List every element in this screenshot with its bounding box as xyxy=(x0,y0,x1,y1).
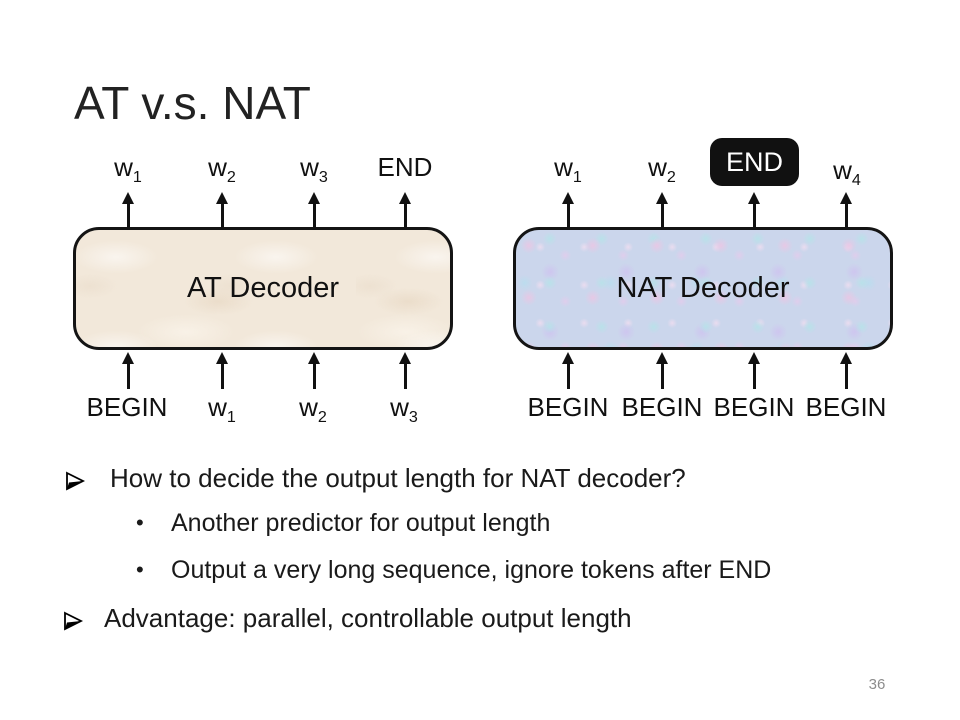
arrow-bullet-icon xyxy=(64,462,110,499)
nat-output-token-end-highlighted: END xyxy=(710,138,799,186)
up-arrow-icon xyxy=(215,352,229,389)
up-arrow-icon xyxy=(561,352,575,389)
at-output-token-end: END xyxy=(377,152,433,182)
nat-input-token-begin-4: BEGIN xyxy=(805,392,887,422)
at-input-token-w1: w1 xyxy=(208,392,236,427)
arrow-bullet-icon xyxy=(62,602,104,639)
up-arrow-icon xyxy=(839,192,853,227)
up-arrow-icon xyxy=(561,192,575,227)
page-title: AT v.s. NAT xyxy=(74,77,311,129)
nat-decoder-label: NAT Decoder xyxy=(616,272,790,304)
bullet-item-1-sub-1: • Another predictor for output length xyxy=(136,509,550,537)
at-input-token-w2: w2 xyxy=(299,392,327,427)
at-input-token-w3: w3 xyxy=(390,392,418,427)
up-arrow-icon xyxy=(215,192,229,227)
nat-input-token-begin-2: BEGIN xyxy=(621,392,703,422)
bullet-item-2: Advantage: parallel, controllable output… xyxy=(62,602,632,639)
bullet-item-1-text: How to decide the output length for NAT … xyxy=(110,463,686,493)
bullet-item-2-text: Advantage: parallel, controllable output… xyxy=(104,603,632,633)
dot-bullet-icon: • xyxy=(136,510,144,535)
up-arrow-icon xyxy=(747,192,761,227)
nat-input-token-begin-3: BEGIN xyxy=(713,392,795,422)
up-arrow-icon xyxy=(398,352,412,389)
nat-output-token-w2: w2 xyxy=(648,152,676,187)
nat-decoder-box: NAT Decoder xyxy=(513,227,893,350)
up-arrow-icon xyxy=(307,192,321,227)
at-input-token-begin: BEGIN xyxy=(86,392,168,422)
up-arrow-icon xyxy=(121,352,135,389)
dot-bullet-icon: • xyxy=(136,557,144,582)
at-output-token-w1: w1 xyxy=(114,152,142,187)
bullet-item-1: How to decide the output length for NAT … xyxy=(64,462,686,499)
up-arrow-icon xyxy=(747,352,761,389)
at-decoder-label: AT Decoder xyxy=(186,272,340,304)
up-arrow-icon xyxy=(839,352,853,389)
bullet-item-1-sub-1-text: Another predictor for output length xyxy=(171,509,551,537)
bullet-item-1-sub-2-text: Output a very long sequence, ignore toke… xyxy=(171,556,772,584)
nat-output-token-w1: w1 xyxy=(554,152,582,187)
up-arrow-icon xyxy=(655,352,669,389)
up-arrow-icon xyxy=(398,192,412,227)
at-output-token-w3: w3 xyxy=(300,152,328,187)
up-arrow-icon xyxy=(307,352,321,389)
nat-output-token-w4: w4 xyxy=(833,155,861,190)
up-arrow-icon xyxy=(655,192,669,227)
bullet-item-1-sub-2: • Output a very long sequence, ignore to… xyxy=(136,556,771,584)
up-arrow-icon xyxy=(121,192,135,227)
at-output-token-w2: w2 xyxy=(208,152,236,187)
page-number: 36 xyxy=(868,676,886,693)
at-decoder-box: AT Decoder xyxy=(73,227,453,350)
nat-input-token-begin-1: BEGIN xyxy=(527,392,609,422)
